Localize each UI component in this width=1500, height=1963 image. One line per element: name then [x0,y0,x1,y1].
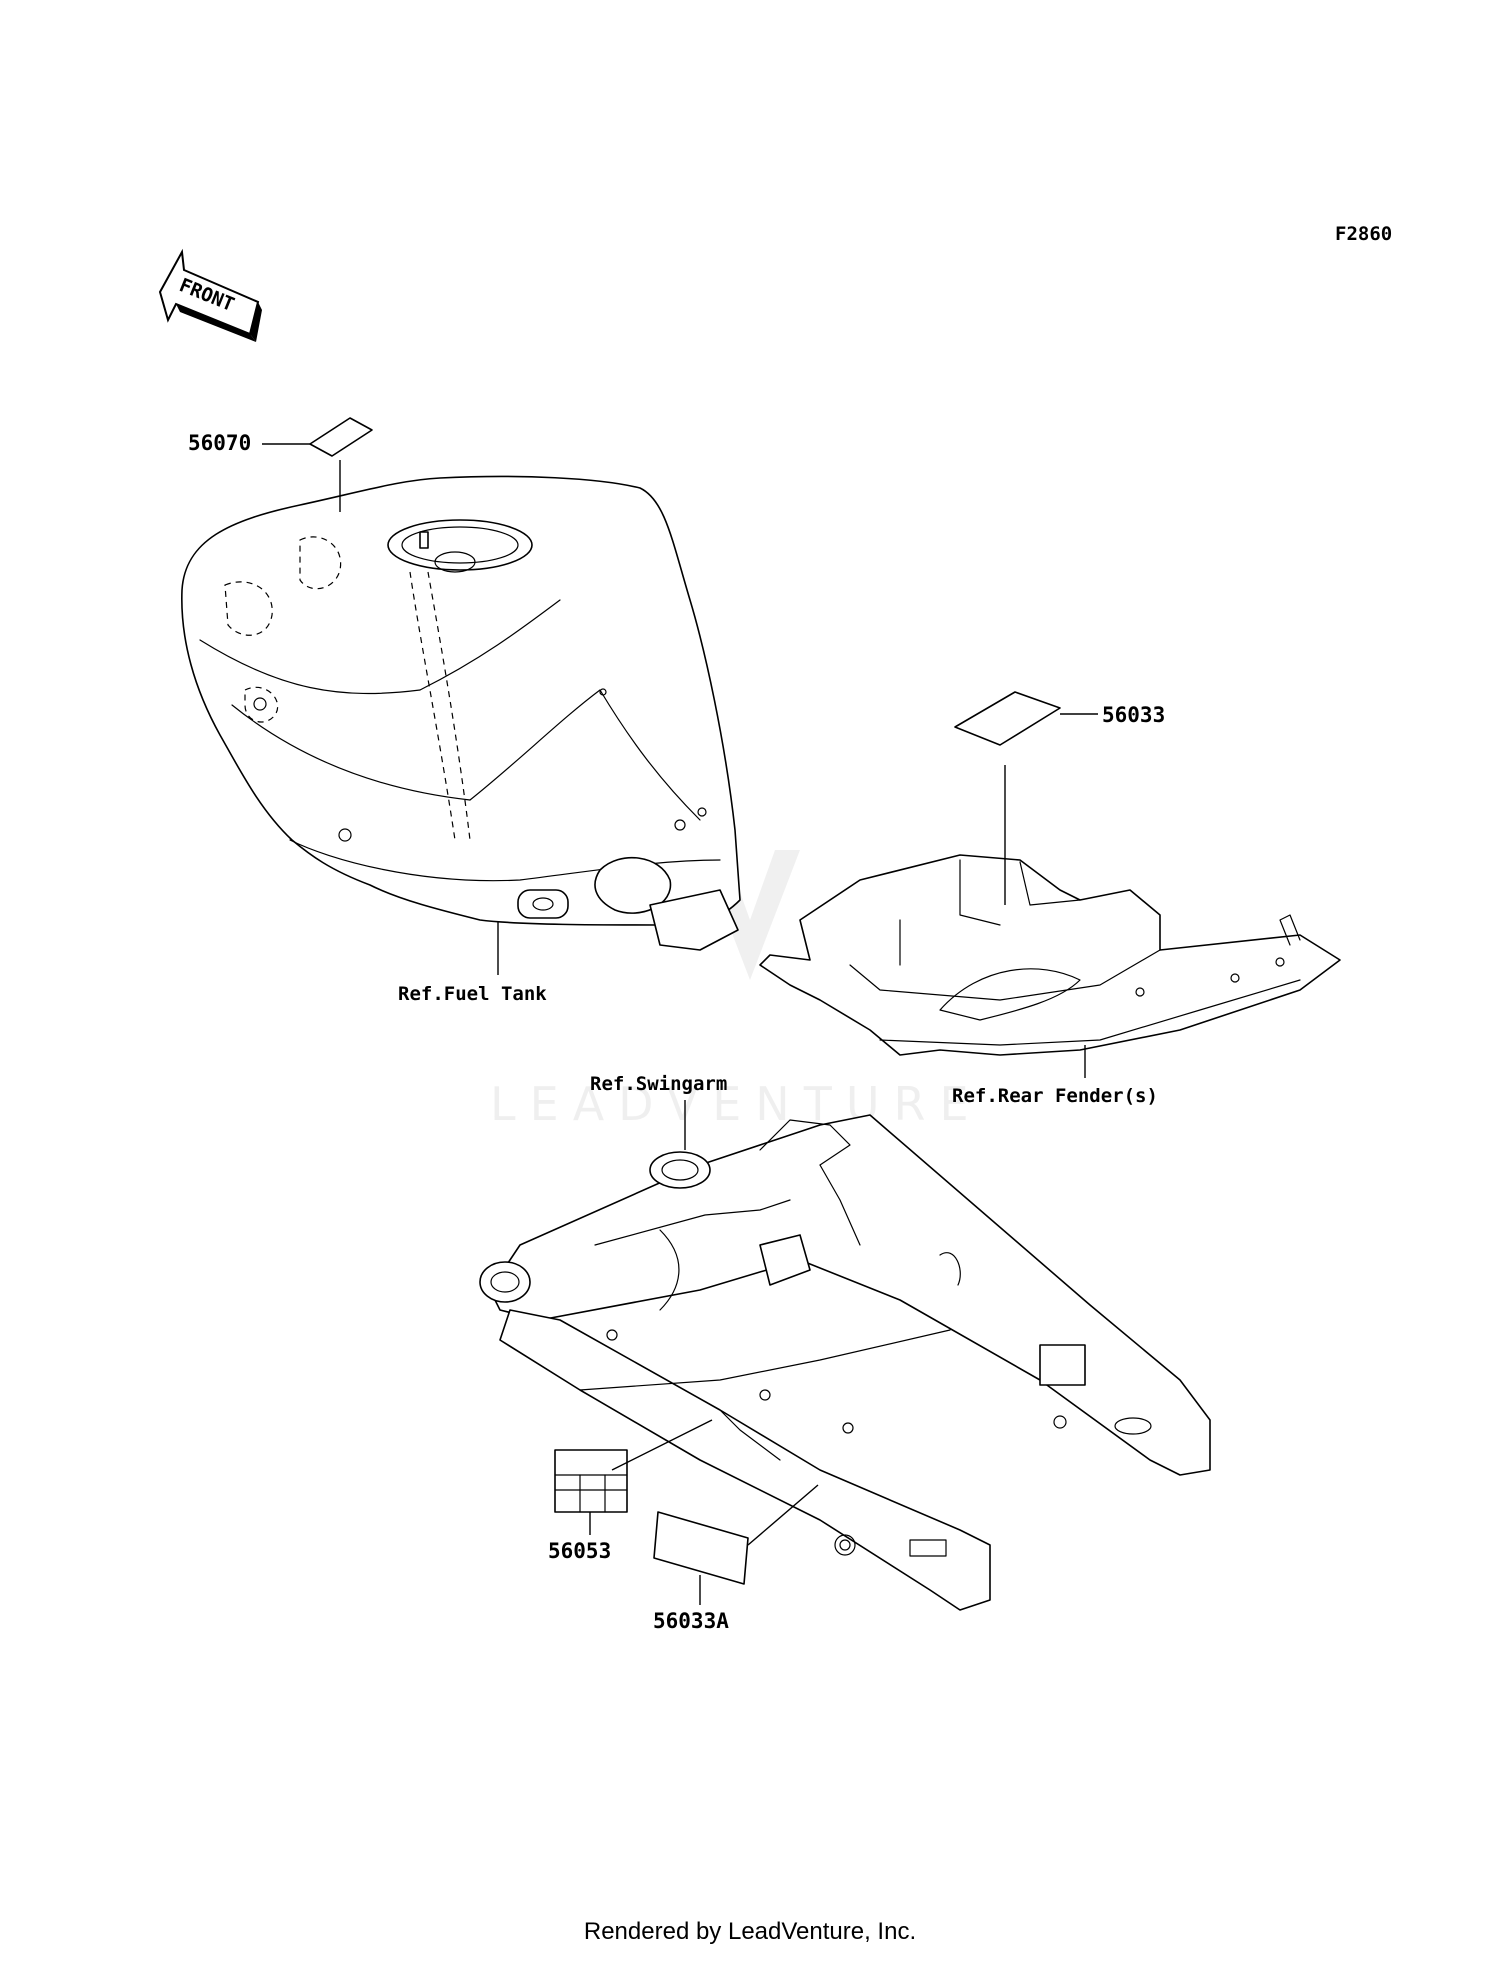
front-arrow-icon: FRONT [158,248,262,342]
ref-rear-fender-label: Ref.Rear Fender(s) [952,1085,1158,1107]
label-decal-56033 [954,691,1061,746]
rear-fender-drawing [759,854,1341,1056]
ref-swingarm-label: Ref.Swingarm [590,1073,727,1095]
callout-56053[interactable]: 56053 [548,1419,713,1563]
label-decal-56053 [554,1449,628,1513]
callout-56033[interactable]: 56033 [954,691,1165,905]
ref-fuel-tank[interactable]: Ref.Fuel Tank [398,922,547,1005]
part-number-56033a: 56033A [653,1609,729,1633]
figure-code: F2860 [1335,223,1392,245]
watermark-text: LEADVENTURE [490,1077,983,1131]
part-number-56033: 56033 [1102,703,1165,727]
swingarm-drawing [479,1114,1211,1611]
callout-56070[interactable]: 56070 [188,417,373,512]
part-number-56053: 56053 [548,1539,611,1563]
ref-fuel-tank-label: Ref.Fuel Tank [398,983,547,1005]
label-decal-56070 [309,417,373,457]
fuel-tank-drawing [181,475,741,951]
label-decal-56033a [653,1511,749,1585]
footer-credit: Rendered by LeadVenture, Inc. [583,1918,917,1945]
ref-swingarm[interactable]: Ref.Swingarm [590,1073,727,1150]
ref-rear-fender[interactable]: Ref.Rear Fender(s) [952,1045,1158,1107]
part-number-56070: 56070 [188,431,251,455]
callout-56033a[interactable]: 56033A [653,1484,819,1633]
